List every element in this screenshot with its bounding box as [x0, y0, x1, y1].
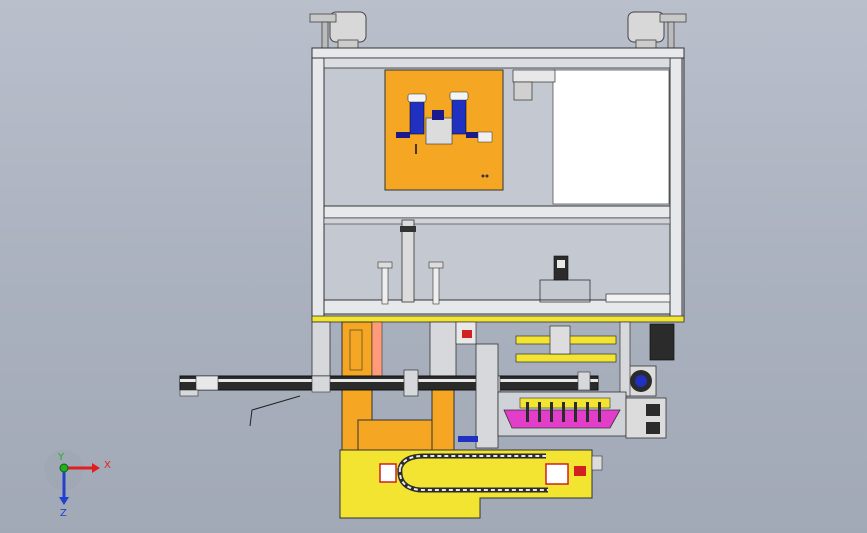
lift-cylinder	[400, 219, 416, 303]
rotary-actuators	[625, 397, 667, 439]
frame-beam-middle	[323, 205, 671, 219]
caster-right	[627, 11, 687, 51]
pneumatic-panel	[384, 69, 504, 191]
coordinate-triad: X Y Z	[44, 450, 111, 519]
blue-fitting	[458, 436, 478, 442]
sensor-bracket	[539, 255, 591, 303]
frame-beam-top	[311, 47, 685, 59]
frame-beam-lower	[323, 299, 671, 315]
pneumatic-valve-icon	[396, 91, 493, 154]
frame-base-strip	[311, 315, 685, 323]
pressure-switch	[512, 69, 556, 101]
z-axis-label: Z	[60, 508, 67, 519]
upper-frame	[311, 47, 685, 321]
magenta-gripper	[503, 397, 621, 429]
indicator-red	[462, 330, 472, 338]
caster-wheel-icon	[627, 11, 665, 43]
top-plate	[605, 293, 671, 303]
cable-chain-icon	[397, 453, 548, 493]
electrical-cabinet-panel	[552, 69, 670, 205]
guide-rods	[377, 261, 444, 305]
y-axis-label: Y	[57, 452, 65, 463]
frame-post-left	[311, 47, 325, 321]
yellow-base-plate	[339, 449, 603, 519]
caster-left	[309, 11, 367, 51]
x-axis-label: X	[104, 460, 111, 471]
y-axis-origin	[59, 463, 69, 473]
servo-motor-icon	[625, 323, 675, 397]
frame-post-right	[669, 47, 683, 321]
sensor-cable	[249, 395, 301, 427]
